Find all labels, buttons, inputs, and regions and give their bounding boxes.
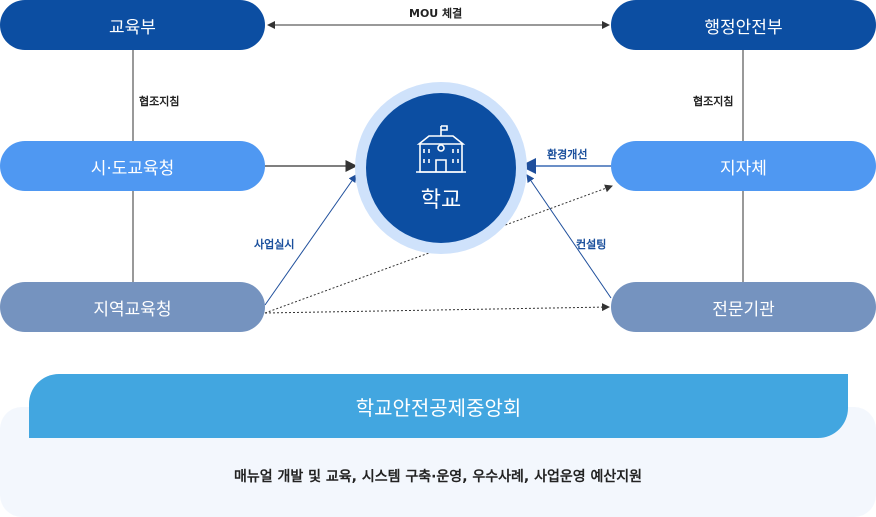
expert-to-school-arrow bbox=[526, 174, 612, 299]
coop-left-label: 협조지침 bbox=[139, 95, 180, 108]
school-building-icon bbox=[416, 125, 466, 173]
consult-label: 컨설팅 bbox=[576, 238, 607, 251]
project-label: 사업실시 bbox=[254, 238, 295, 251]
node-provincial: 시·도교육청 bbox=[0, 141, 265, 191]
mou-label: MOU 체결 bbox=[409, 7, 463, 20]
school-label: 학교 bbox=[420, 188, 462, 213]
node-local-gov: 지자체 bbox=[611, 141, 876, 191]
district-to-expert-dotted bbox=[264, 303, 610, 314]
node-moe: 교육부 bbox=[0, 0, 265, 50]
coop-right-label: 협조지침 bbox=[693, 95, 734, 108]
district-to-school-arrow bbox=[264, 174, 357, 306]
association-description: 매뉴얼 개발 및 교육, 시스템 구축·운영, 우수사례, 사업운영 예산지원 bbox=[233, 469, 643, 485]
node-district: 지역교육청 bbox=[0, 282, 265, 332]
central-association-banner: 학교안전공제중앙회 bbox=[29, 374, 848, 438]
school-node: 학교 bbox=[355, 82, 527, 254]
node-expert: 전문기관 bbox=[611, 282, 876, 332]
node-mois: 행정안전부 bbox=[611, 0, 876, 50]
env-label: 환경개선 bbox=[547, 148, 588, 161]
